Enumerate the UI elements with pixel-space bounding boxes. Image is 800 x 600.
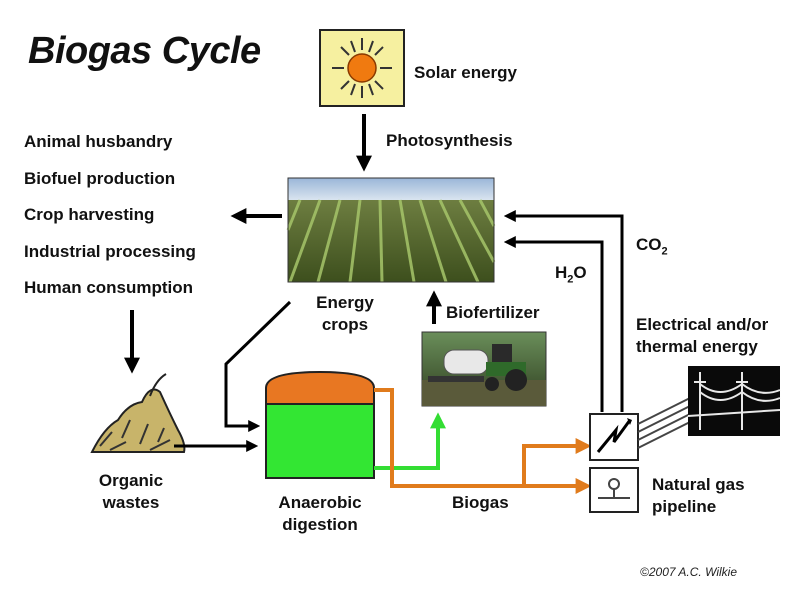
crops-to-digester-arrow [224, 300, 292, 432]
energy-crops-label: Energy crops [316, 293, 374, 334]
electrical-energy-label: Electrical and/or thermal energy [636, 315, 769, 356]
power-lines-image [687, 366, 781, 436]
list-item: Industrial processing [24, 241, 196, 261]
list-item: Crop harvesting [24, 205, 155, 224]
tractor-image [421, 331, 547, 407]
list-item: Animal husbandry [24, 132, 173, 151]
organic-wastes-label: Organic wastes [98, 471, 164, 512]
sun-icon [319, 29, 405, 107]
anaerobic-digester [265, 370, 375, 479]
biofertilizer-flow-arrow [374, 412, 446, 470]
generator-icon [589, 413, 639, 461]
biogas-label: Biogas [452, 493, 509, 512]
co2-label: CO2 [636, 235, 668, 258]
anaerobic-digestion-label: Anaerobic digestion [278, 493, 362, 534]
natural-gas-pipeline-label: Natural gas pipeline [652, 475, 745, 516]
h2o-return-arrow [503, 236, 604, 412]
organic-waste-icon [90, 373, 186, 453]
crop-field-image [286, 177, 496, 283]
transmission-lines [637, 397, 691, 449]
biogas-flow-line [374, 388, 592, 494]
list-item: Biofuel production [24, 168, 176, 188]
photosynthesis-label: Photosynthesis [386, 131, 513, 150]
co2-return-arrow [503, 210, 624, 412]
list-item: Human consumption [24, 278, 194, 297]
crop-uses-list: Animal husbandry Biofuel production Crop… [24, 130, 196, 313]
biofertilizer-label: Biofertilizer [446, 303, 540, 322]
biogas-to-electric-arrow [522, 438, 592, 486]
gas-pipeline-icon [589, 467, 639, 513]
diagram-title: Biogas Cycle [28, 30, 261, 72]
solar-energy-label: Solar energy [414, 63, 517, 82]
copyright-credit: ©2007 A.C. Wilkie [640, 565, 737, 579]
h2o-label: H2O [555, 263, 587, 286]
